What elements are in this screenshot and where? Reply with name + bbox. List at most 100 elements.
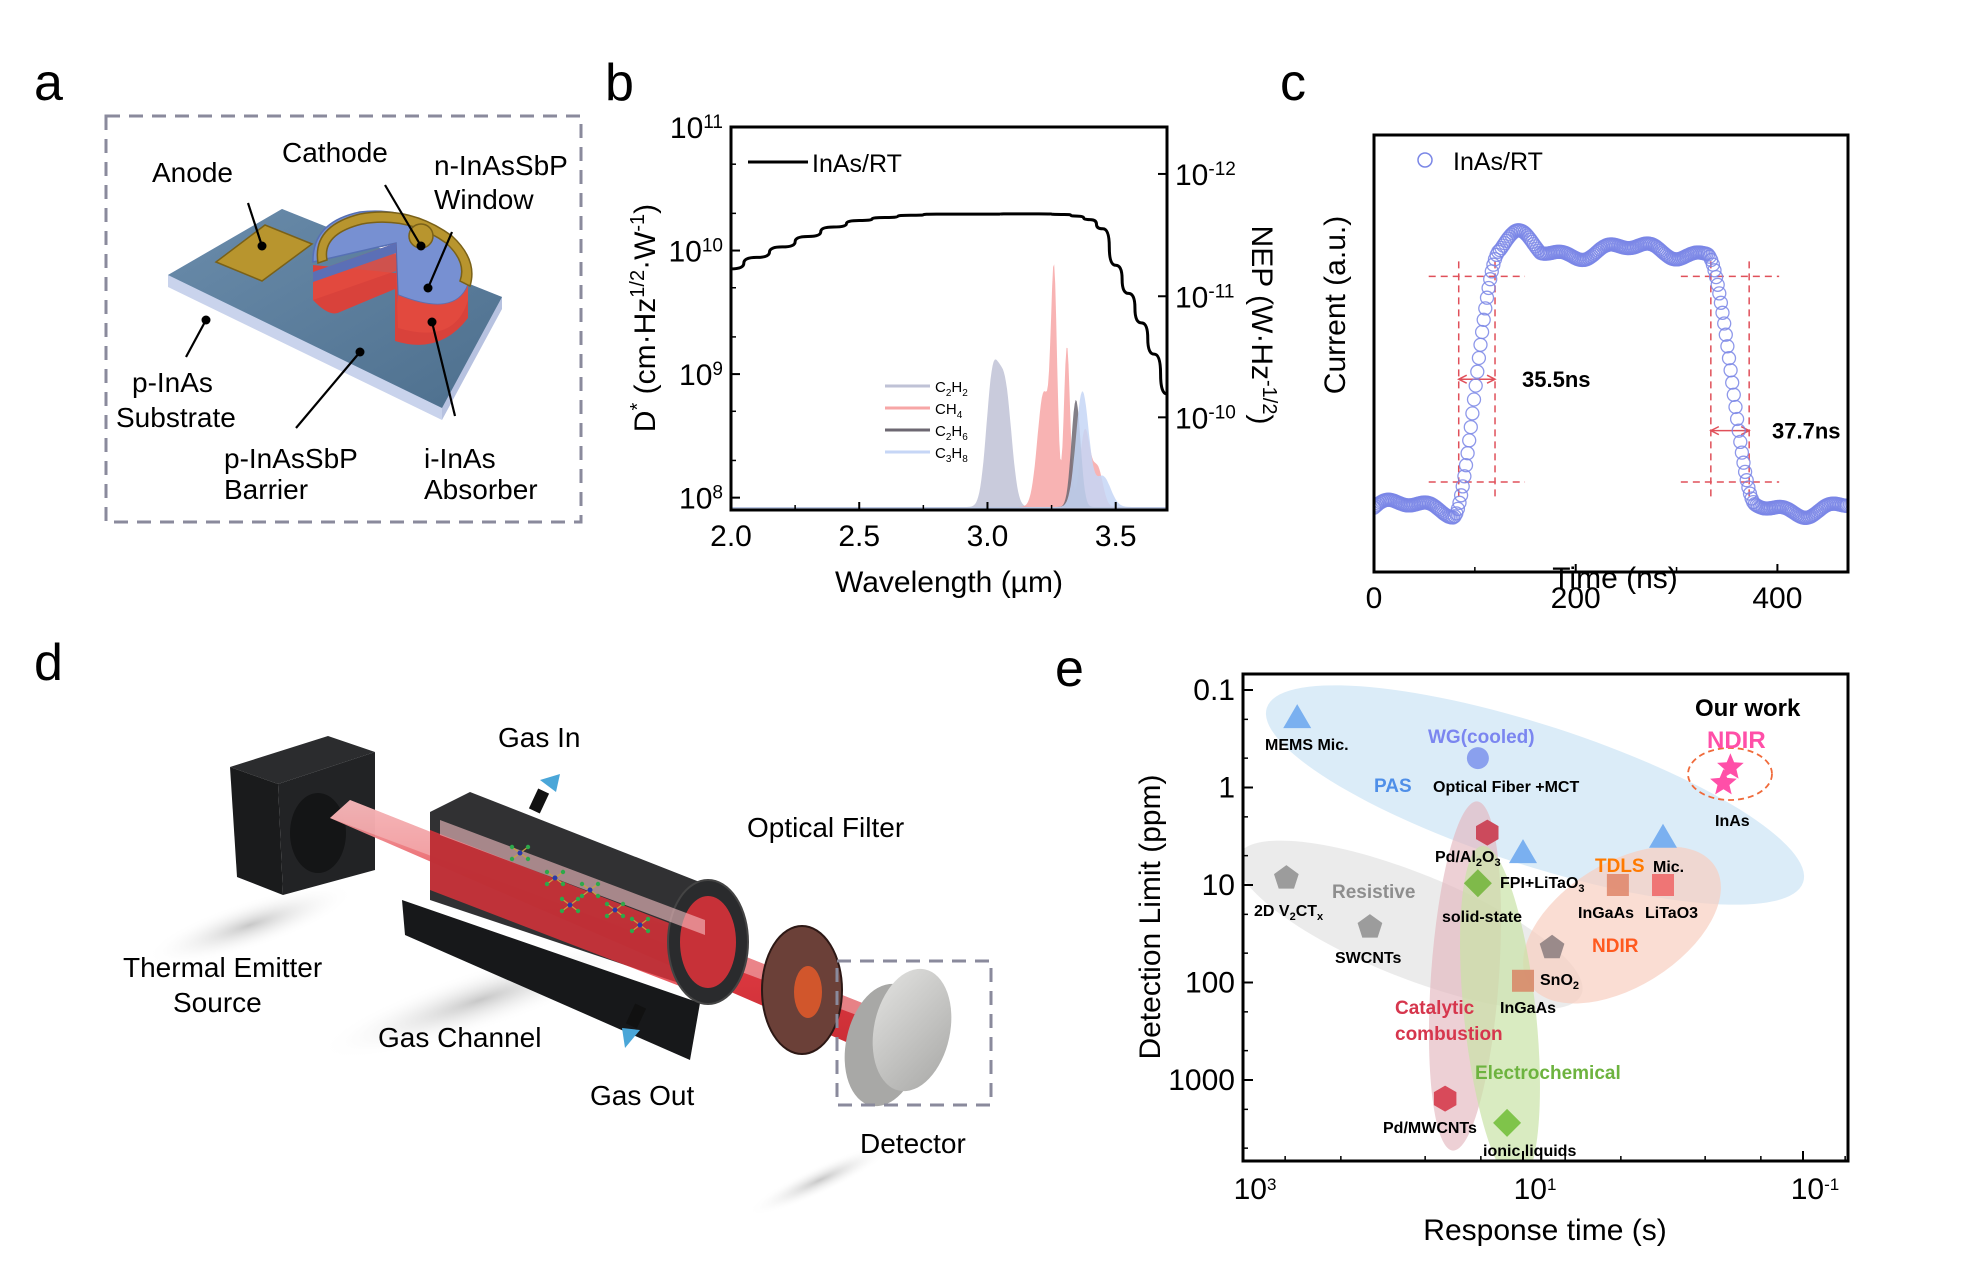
data-point — [1460, 446, 1475, 461]
fall-time-label: 37.7ns — [1772, 419, 1841, 444]
x-tick-label-b: 3.0 — [967, 520, 1009, 553]
x-tick-label-c: 0 — [1366, 582, 1383, 615]
data-point — [1457, 469, 1472, 484]
series-line-inas-rt — [731, 212, 1167, 396]
series-points-inas-rt — [1374, 223, 1848, 525]
cathode-ring — [316, 211, 473, 288]
gas-molecule — [604, 901, 626, 919]
data-point — [1712, 286, 1727, 301]
panel-label-e: e — [1055, 640, 1084, 698]
label-electrochemical: Electrochemical — [1475, 1063, 1621, 1084]
marker-litao3 — [1652, 874, 1674, 896]
label-barrier-2: Barrier — [224, 474, 308, 505]
marker-solid-state — [1463, 869, 1492, 898]
label-thermal-emitter-1: Thermal Emitter — [123, 952, 322, 983]
spectrum-ch4 — [731, 264, 1167, 510]
data-point — [1478, 301, 1493, 316]
y2-tick-label-b: 10-12 — [1175, 158, 1236, 192]
point-label-mems-mic: MEMS Mic. — [1265, 737, 1349, 754]
data-point — [1708, 269, 1724, 285]
legend-label-ch4: CH4 — [935, 401, 963, 421]
gas-molecules — [509, 844, 651, 934]
gas-spectra — [731, 264, 1167, 510]
marker-mems-mic- — [1283, 704, 1312, 729]
data-point — [1715, 305, 1730, 320]
data-point — [1731, 423, 1746, 438]
plot-frame-e — [1241, 672, 1850, 1163]
marker-fpi-litao3 — [1509, 839, 1537, 864]
y-tick-label-e: 100 — [1185, 967, 1235, 1000]
x-axis-title-c: Time (ns) — [1552, 562, 1678, 595]
arrow-head — [1457, 374, 1468, 384]
x-tick-label-c: 400 — [1752, 582, 1802, 615]
data-point — [1453, 488, 1469, 503]
marker-swcnts — [1357, 914, 1383, 938]
x-tick-label-e: 101 — [1514, 1173, 1557, 1206]
label-pas: PAS — [1374, 776, 1412, 797]
data-point — [1725, 375, 1740, 390]
label-our-work: Our work — [1695, 695, 1801, 722]
data-point — [1717, 316, 1732, 331]
y-axis-title-c: Current (a.u.) — [1319, 216, 1352, 394]
gas-molecule — [509, 844, 531, 862]
x-tick-label-e: 10-1 — [1791, 1173, 1840, 1206]
marker-ionic-liquids — [1493, 1108, 1522, 1137]
data-point — [1723, 363, 1738, 378]
spectrum-c3h8 — [731, 391, 1167, 510]
label-wg-cooled: WG(cooled) — [1428, 727, 1535, 748]
shadow-detector — [747, 1143, 893, 1217]
data-point — [1447, 509, 1462, 524]
plot-frame-b — [729, 125, 1169, 512]
point-label-litao3: LiTaO3 — [1645, 905, 1698, 922]
legend-label-c2h2: C2H2 — [935, 379, 968, 399]
data-point — [1736, 455, 1751, 470]
point-label-pd-al2o3: Pd/Al2O3 — [1435, 849, 1501, 869]
detector-body — [844, 968, 952, 1107]
legend-label-inas-rt: InAs/RT — [812, 150, 902, 178]
shadow-source — [145, 884, 355, 966]
data-point — [1721, 351, 1737, 366]
y-tick-label-e: 1 — [1218, 772, 1235, 805]
point-label-2d-v2ctx: 2D V2CTx — [1254, 903, 1324, 923]
detector-frame — [835, 959, 993, 1107]
panel-d: d — [34, 634, 993, 1217]
panel-a: a — [34, 54, 583, 524]
gas-in-nozzle — [528, 774, 560, 814]
point-labels: MEMS Mic. Optical Fiber +MCT Pd/Al2O3 FP… — [1254, 737, 1698, 1160]
data-point — [1728, 399, 1743, 415]
data-point — [1462, 433, 1477, 448]
label-gas-in: Gas In — [498, 722, 580, 753]
data-point — [1481, 280, 1496, 296]
panel-label-a: a — [34, 54, 63, 112]
label-gas-channel: Gas Channel — [378, 1022, 541, 1053]
data-point — [1473, 337, 1488, 352]
data-point — [1468, 378, 1483, 393]
point-label-ionic-liquids: ionic liquids — [1483, 1143, 1576, 1160]
gas-channel-lower-shell — [402, 900, 700, 1060]
our-work-ring — [1687, 747, 1773, 801]
y2-tick-label-b: 10-10 — [1175, 402, 1236, 436]
filtered-beam — [794, 966, 822, 1018]
point-label-pd-mwcnts: Pd/MWCNTs — [1383, 1120, 1477, 1137]
callout-dots — [201, 241, 437, 357]
label-optical-filter: Optical Filter — [747, 812, 904, 843]
panel-label-d: d — [34, 634, 63, 692]
label-absorber-1: i-InAs — [424, 443, 496, 474]
label-detector: Detector — [860, 1128, 966, 1159]
thermal-emitter-source — [230, 736, 375, 895]
marker-ingaas — [1512, 969, 1534, 992]
gas-molecule — [579, 881, 601, 899]
marker-optical-fiber-mct — [1466, 747, 1489, 770]
y-tick-label-b: 1010 — [668, 235, 723, 269]
y-tick-label-e: 0.1 — [1193, 674, 1235, 707]
data-point — [1741, 480, 1756, 495]
y-axis-title-b: D* (cm·Hz1/2·W-1) — [627, 204, 662, 432]
label-inas: InAs — [1715, 813, 1750, 830]
data-point — [1452, 495, 1467, 510]
rise-fall-guides — [1428, 261, 1780, 498]
